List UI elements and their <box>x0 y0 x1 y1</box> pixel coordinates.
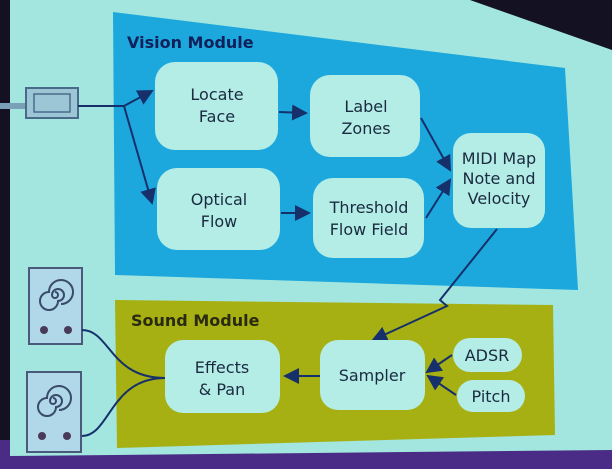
locate-face-node: Locate Face <box>155 62 278 150</box>
label-zones-node: Label Zones <box>310 75 420 157</box>
node-label: Face <box>199 107 235 126</box>
speaker-icon <box>26 371 82 453</box>
adsr-node: ADSR <box>453 338 522 372</box>
node-label: Flow <box>201 212 238 231</box>
connectors <box>78 90 498 437</box>
speaker-icon <box>28 267 83 345</box>
node-label: Velocity <box>468 189 531 208</box>
node-label: Sampler <box>339 366 406 385</box>
camera-icon <box>0 87 79 119</box>
threshold-flow-field-node: Threshold Flow Field <box>313 178 424 258</box>
node-label: Locate <box>190 85 243 104</box>
node-label: MIDI Map <box>462 149 536 168</box>
node-label: Zones <box>341 119 390 138</box>
midi-map-node: MIDI Map Note and Velocity <box>453 133 545 228</box>
vision-module-title: Vision Module <box>127 33 254 52</box>
node-label: Pitch <box>472 387 511 406</box>
optical-flow-node: Optical Flow <box>157 168 280 250</box>
sound-module-title: Sound Module <box>131 311 260 330</box>
node-label: Optical <box>191 190 248 209</box>
pitch-node: Pitch <box>457 380 525 412</box>
node-label: Label <box>344 97 387 116</box>
node-label: Note and <box>462 169 535 188</box>
sampler-node: Sampler <box>320 340 425 410</box>
effects-pan-node: Effects & Pan <box>165 340 280 413</box>
node-label: Flow Field <box>330 220 409 239</box>
node-label: Threshold <box>329 198 409 217</box>
node-label: & Pan <box>199 380 245 399</box>
node-label: ADSR <box>465 346 510 365</box>
node-label: Effects <box>195 358 249 377</box>
